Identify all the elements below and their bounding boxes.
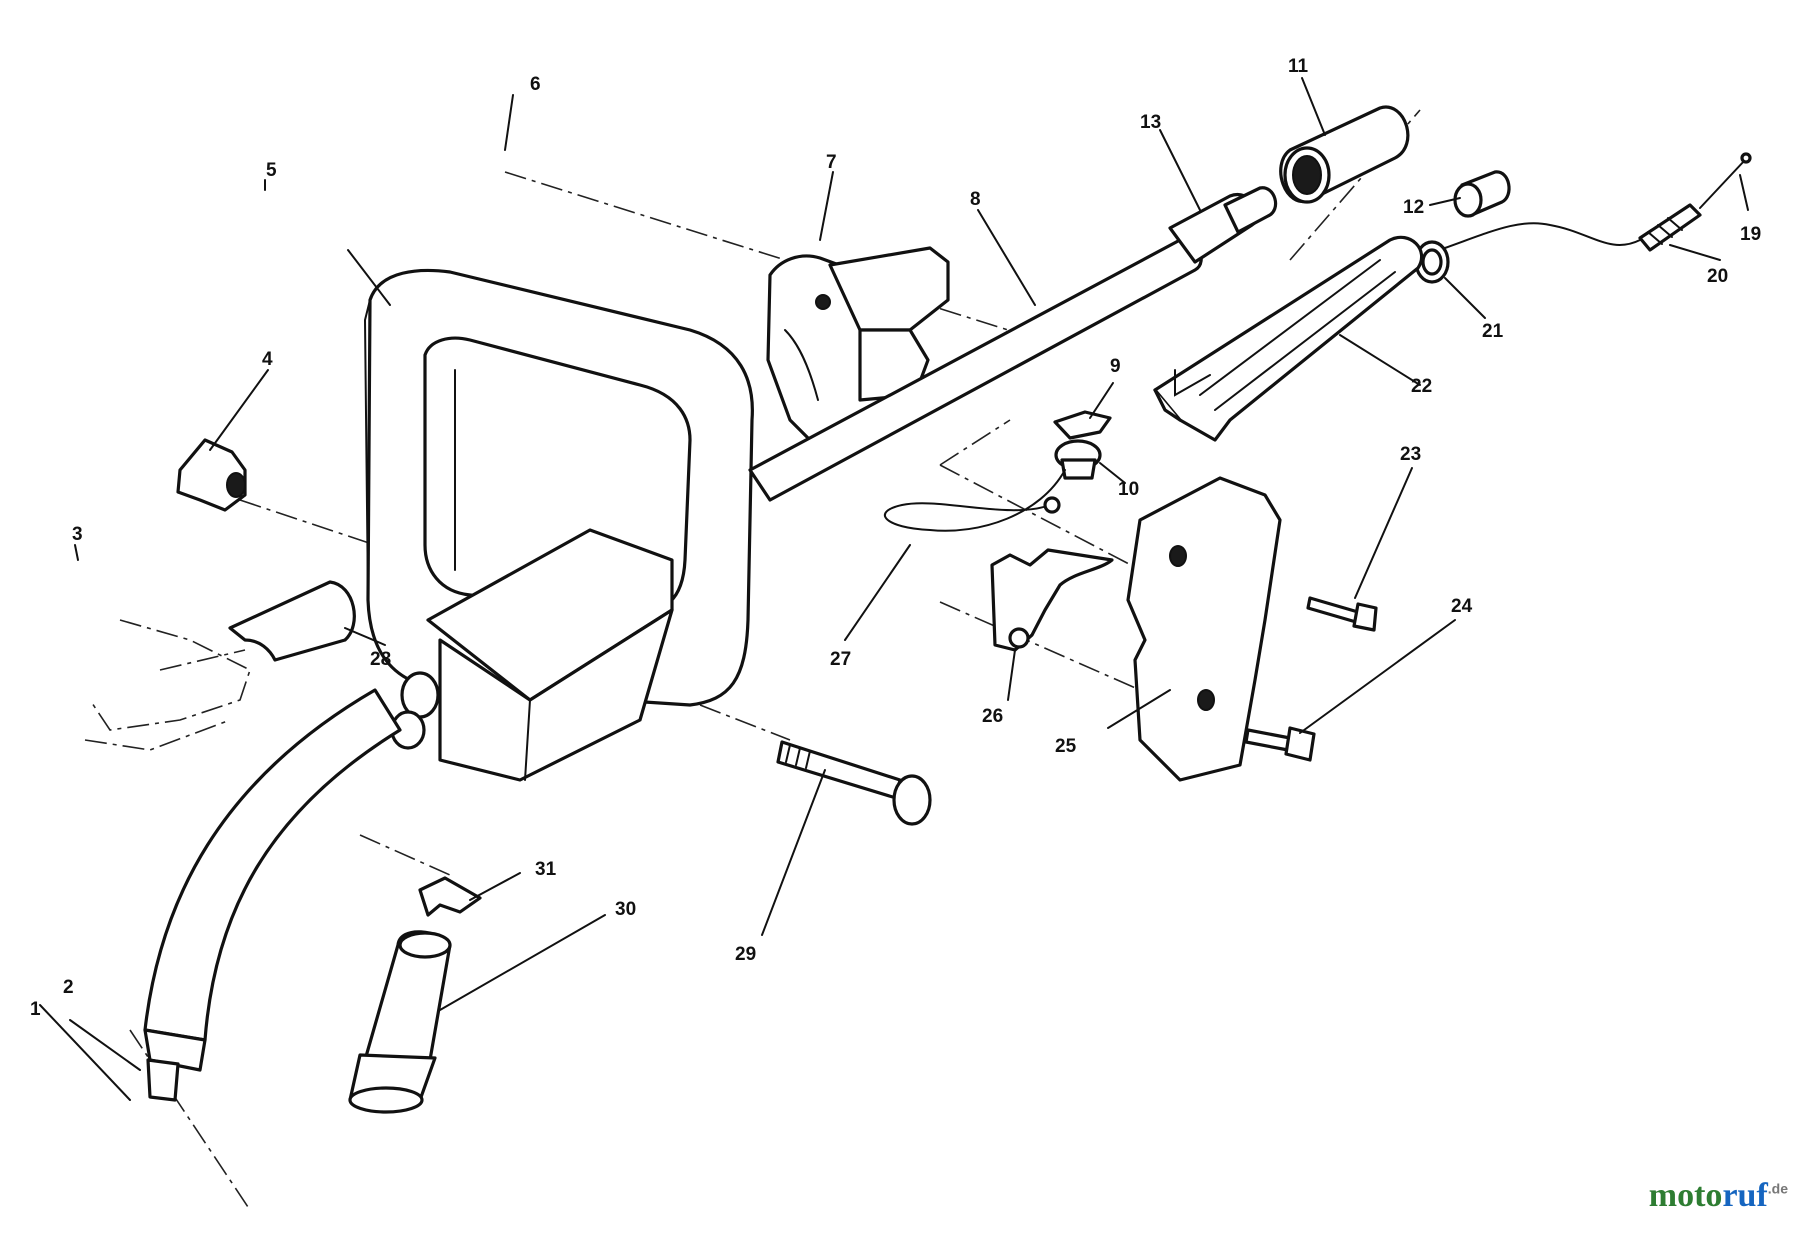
callout-13: 13 xyxy=(1140,112,1161,133)
callout-labels: 1 2 3 4 5 6 7 8 9 10 11 12 13 19 20 21 2… xyxy=(30,56,1761,1020)
callout-10: 10 xyxy=(1118,479,1139,500)
decal-strip xyxy=(228,580,356,662)
curved-tube xyxy=(143,688,402,1042)
clip xyxy=(418,876,482,917)
callout-23: 23 xyxy=(1400,444,1421,465)
watermark-part-2: ruf xyxy=(1722,1177,1768,1214)
callout-25: 25 xyxy=(1055,736,1077,757)
trigger xyxy=(990,548,1114,652)
callout-22: 22 xyxy=(1411,376,1432,397)
callout-1: 1 xyxy=(30,999,41,1020)
callout-31: 31 xyxy=(535,859,557,880)
callout-26: 26 xyxy=(982,706,1003,727)
callout-24: 24 xyxy=(1451,596,1473,617)
callout-19: 19 xyxy=(1740,224,1761,245)
cable-end xyxy=(1444,152,1752,252)
washer xyxy=(1414,240,1450,284)
grip-sleeve xyxy=(348,930,452,1114)
callout-5: 5 xyxy=(266,160,277,181)
callout-2: 2 xyxy=(63,977,74,998)
callout-28: 28 xyxy=(370,649,391,670)
callout-27: 27 xyxy=(830,649,851,670)
cover-plate xyxy=(1126,476,1282,782)
carriage-bolt xyxy=(776,740,932,826)
callout-30: 30 xyxy=(615,899,636,920)
screw-upper xyxy=(1306,596,1378,632)
handle-housing xyxy=(390,528,674,782)
callout-4: 4 xyxy=(262,349,273,370)
site-watermark: motoruf.de xyxy=(1649,1177,1788,1215)
callout-12: 12 xyxy=(1403,197,1424,218)
knob xyxy=(176,438,247,512)
callout-11: 11 xyxy=(1288,56,1309,77)
callout-21: 21 xyxy=(1482,321,1504,342)
guide-track xyxy=(1153,235,1424,442)
switch xyxy=(884,410,1112,532)
decal-outline xyxy=(84,619,251,751)
callout-8: 8 xyxy=(970,189,981,210)
tube-end-fittings xyxy=(143,1028,207,1102)
shaft-end xyxy=(1223,186,1278,234)
watermark-part-1: moto xyxy=(1648,1177,1723,1214)
callout-7: 7 xyxy=(826,152,837,173)
sleeve xyxy=(1279,105,1410,204)
bushing xyxy=(1453,170,1511,218)
watermark-part-3: .de xyxy=(1767,1180,1788,1197)
leader-lines xyxy=(39,77,1749,1101)
callout-20: 20 xyxy=(1707,266,1728,287)
callout-6: 6 xyxy=(530,74,541,95)
callout-3: 3 xyxy=(72,524,83,545)
screw-lower xyxy=(1244,726,1316,762)
callout-29: 29 xyxy=(735,944,756,965)
callout-9: 9 xyxy=(1110,356,1121,377)
